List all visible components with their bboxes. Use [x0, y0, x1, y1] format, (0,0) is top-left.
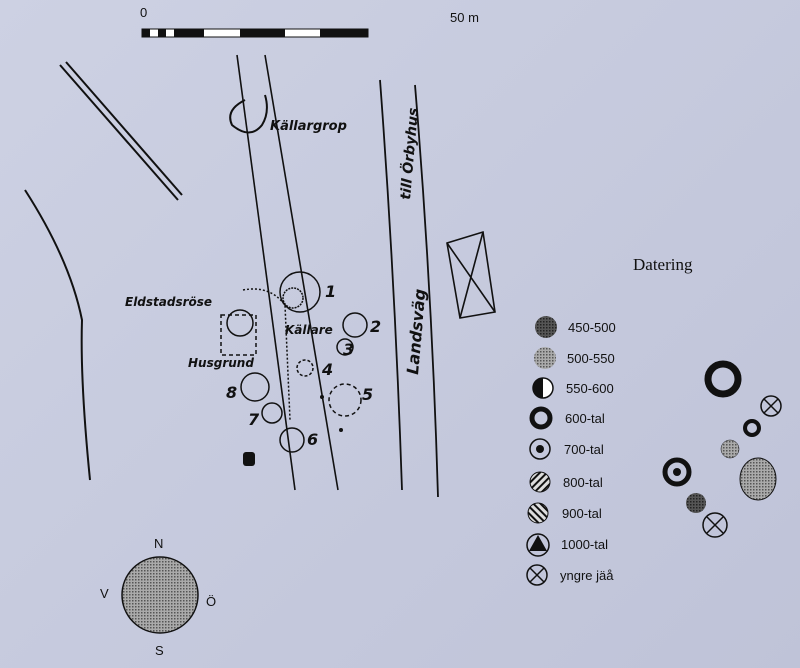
symbol-900-tal: [527, 502, 549, 524]
compass-s: S: [155, 643, 164, 658]
legend-label: 550-600: [566, 381, 614, 396]
compass-w: V: [100, 586, 109, 601]
stream-line: [24, 189, 91, 481]
compass-n: N: [154, 536, 163, 551]
legend-label: 900-tal: [562, 506, 602, 521]
compass-e: Ö: [206, 594, 216, 609]
legend-label: 600-tal: [565, 411, 605, 426]
legend-label: 450-500: [568, 320, 616, 335]
mounds: [220, 271, 368, 453]
label-landsvag: Landsväg: [403, 288, 429, 375]
label-eldstadsrose: Eldstadsröse: [125, 295, 212, 309]
building-rectangle: [446, 230, 496, 319]
symbol-1000-tal: [526, 533, 550, 557]
mound-number: 2: [370, 317, 381, 336]
compass-rose: N S V Ö: [100, 536, 216, 658]
symbol-yngre: [526, 564, 548, 586]
mound-number: 6: [307, 430, 318, 449]
symbol-700-tal: [529, 438, 551, 460]
mound-number: 5: [362, 385, 373, 404]
mound-number: 3: [343, 340, 354, 359]
symbol-450-500: [535, 316, 557, 338]
stone-marker: [243, 452, 255, 466]
scale-start: 0: [140, 5, 147, 20]
dated-mound-cluster: [662, 360, 782, 538]
legend-label: 1000-tal: [561, 537, 608, 552]
symbol-550-600: [532, 377, 554, 399]
legend-label: 800-tal: [563, 475, 603, 490]
mound-number: 8: [226, 383, 237, 402]
mound-number: 4: [321, 360, 333, 379]
symbol-600-tal: [529, 406, 553, 430]
kallargrop-feature: [229, 94, 268, 134]
scale-end: 50 m: [450, 10, 479, 25]
ditch-line: [59, 61, 183, 201]
legend-label: yngre jäå: [560, 568, 614, 583]
label-kallare: Källare: [285, 323, 333, 337]
symbol-800-tal: [529, 471, 551, 493]
landsvag-road: [379, 79, 439, 498]
symbol-500-550: [534, 347, 556, 369]
dating-legend: Datering 450-500 500-550 550-600 600-tal…: [526, 255, 693, 586]
mound-number: 1: [325, 282, 336, 301]
legend-title: Datering: [633, 255, 693, 274]
mound-number: 7: [248, 410, 260, 429]
scale-bar: 0 50 m: [140, 5, 479, 38]
label-kallargrop: Källargrop: [270, 119, 347, 134]
legend-label: 700-tal: [564, 442, 604, 457]
legend-label: 500-550: [567, 351, 615, 366]
label-husgrund: Husgrund: [188, 356, 254, 370]
label-till-orbyhus: till Örbyhus: [396, 107, 422, 200]
